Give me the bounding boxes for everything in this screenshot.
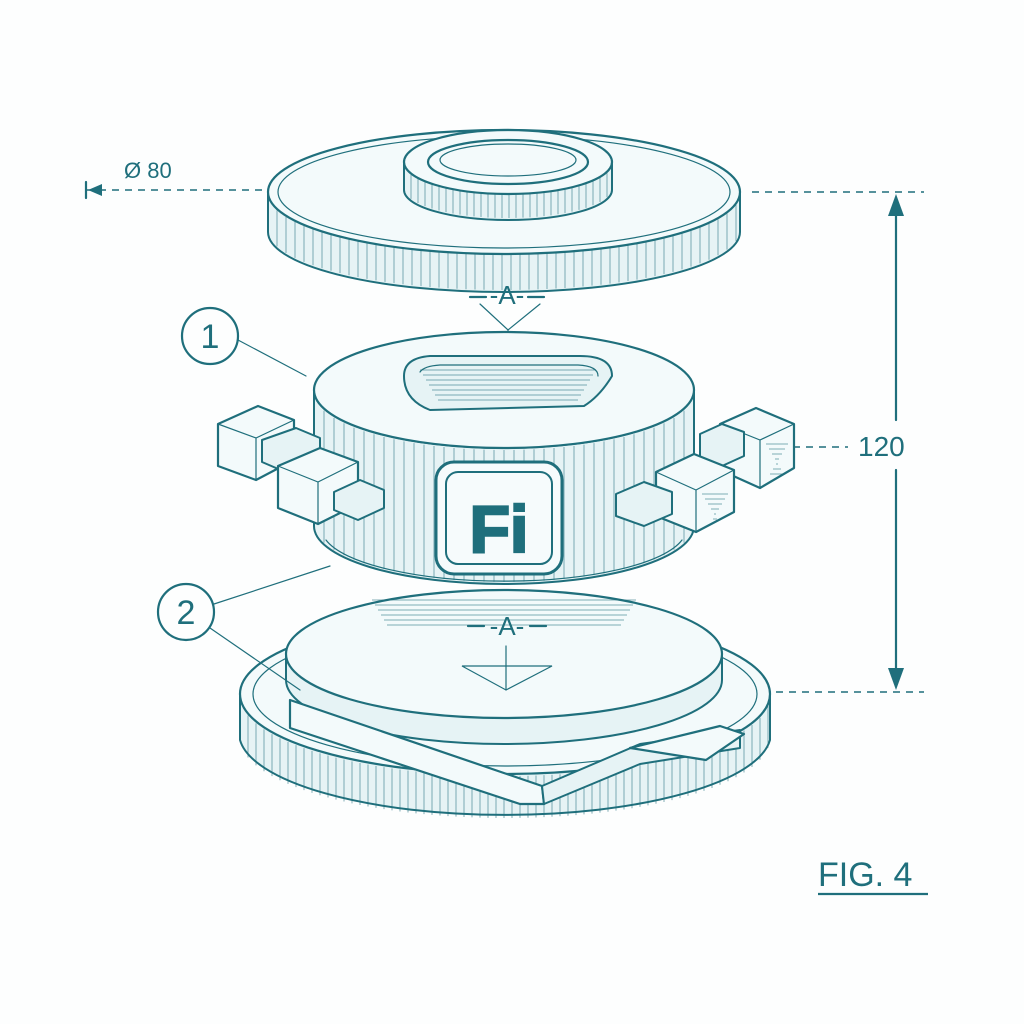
figure-caption-label: FIG. 4: [818, 856, 912, 894]
section-marker-bottom: -A-: [461, 611, 553, 691]
middle-ring: Fi 1: [180, 306, 796, 585]
callout-2: 2: [156, 565, 331, 691]
callout-2-label: 2: [177, 594, 196, 632]
section-bottom-label: -A-: [490, 611, 525, 641]
callout-1: 1: [180, 306, 307, 377]
section-top-label: -A-: [490, 280, 525, 310]
diameter-dimension: Ø 80: [84, 158, 262, 200]
diameter-label: Ø 80: [124, 158, 172, 183]
left-connector-block-upper: [216, 404, 321, 482]
left-connector-block-lower: [276, 446, 385, 526]
callout-1-label: 1: [201, 318, 220, 356]
bottom-base: -A- 2: [156, 565, 772, 818]
top-cap: [266, 128, 742, 293]
logo-plate: Fi: [434, 460, 564, 576]
logo-text: Fi: [470, 492, 529, 566]
height-dimension: 120: [750, 191, 924, 693]
height-label: 120: [858, 431, 905, 462]
right-connector-block-lower: [615, 452, 736, 534]
figure-caption: FIG. 4: [818, 856, 928, 896]
